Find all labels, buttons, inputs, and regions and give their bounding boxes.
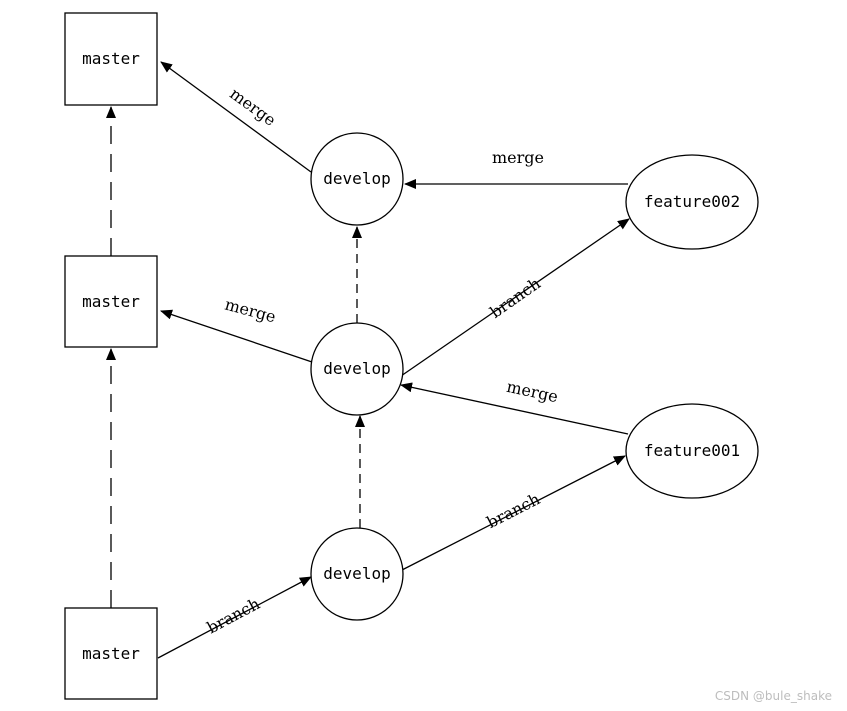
label-branch-develop-bottom-to-feature001: branch	[484, 489, 543, 532]
edge-develop-mid-to-feature002	[400, 218, 630, 377]
label-merge-develop-mid-to-master-mid: merge	[223, 295, 278, 327]
watermark-text: CSDN @bule_shake	[715, 689, 832, 703]
edge-develop-mid-to-master-mid	[160, 309, 313, 363]
edge-master-bottom-to-develop-bottom	[157, 576, 312, 659]
node-master-bottom-label: master	[82, 644, 140, 663]
node-master-mid-label: master	[82, 292, 140, 311]
node-master-top-label: master	[82, 49, 140, 68]
edge-feature001-to-develop-mid	[400, 382, 629, 435]
label-merge-feature001-to-develop-mid: merge	[505, 377, 560, 406]
node-develop-top-label: develop	[323, 169, 390, 188]
node-develop-bottom	[310, 527, 404, 621]
edge-develop-top-to-master-top	[160, 61, 312, 173]
node-feature002	[625, 154, 759, 250]
node-master-top	[64, 12, 158, 106]
node-master-bottom	[64, 607, 158, 700]
node-develop-top	[310, 132, 404, 226]
node-develop-bottom-label: develop	[323, 564, 390, 583]
label-branch-develop-mid-to-feature002: branch	[486, 274, 544, 322]
label-branch-master-bottom-to-develop-bottom: branch	[204, 594, 263, 638]
label-merge-feature002-to-develop-top: merge	[492, 148, 544, 167]
edge-develop-bottom-to-feature001	[401, 455, 626, 571]
node-master-mid	[64, 255, 158, 348]
node-feature002-label: feature002	[644, 192, 740, 211]
node-develop-mid	[310, 322, 404, 416]
node-feature001-label: feature001	[644, 441, 740, 460]
label-merge-develop-top-to-master-top: merge	[226, 84, 279, 130]
node-develop-mid-label: develop	[323, 359, 390, 378]
node-feature001	[625, 403, 759, 499]
